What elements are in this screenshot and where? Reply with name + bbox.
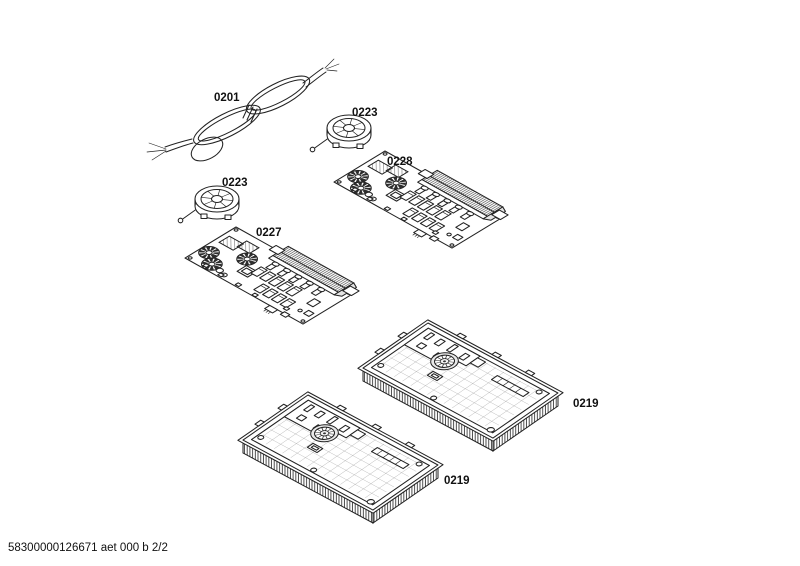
part-drawing-power-board-0228 bbox=[326, 146, 512, 253]
part-label-0219-left: 0219 bbox=[444, 475, 470, 487]
part-label-0227: 0227 bbox=[256, 227, 282, 239]
document-number: 58300000126671 aet 000 b 2/2 bbox=[8, 542, 168, 554]
part-drawing-mains-cable-0201 bbox=[146, 58, 340, 162]
part-drawing-fan-0223-top bbox=[309, 114, 372, 153]
part-label-0228: 0228 bbox=[387, 156, 413, 168]
part-label-0223-top: 0223 bbox=[352, 107, 378, 119]
part-label-0219-right: 0219 bbox=[573, 398, 599, 410]
part-drawing-fan-0223-left bbox=[177, 185, 240, 224]
part-label-0223-left: 0223 bbox=[222, 177, 248, 189]
part-drawing-base-tray-0219-right bbox=[353, 315, 567, 452]
part-label-0201: 0201 bbox=[214, 92, 240, 104]
